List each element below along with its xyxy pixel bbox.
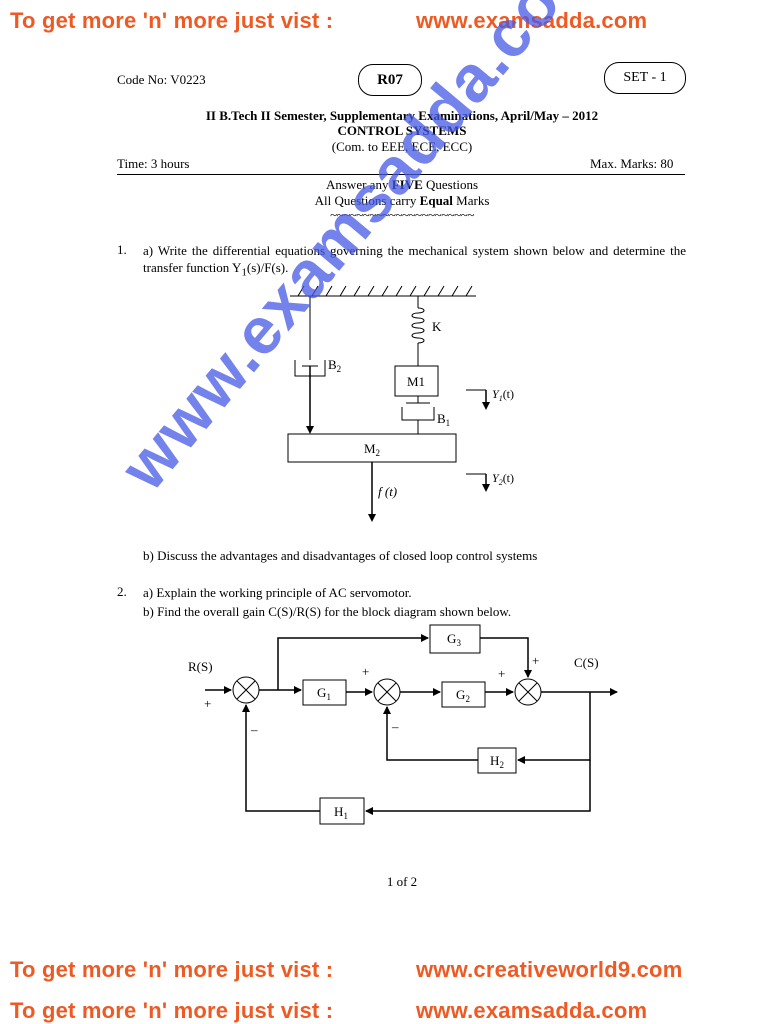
branches: (Com. to EEE, ECE, ECC) xyxy=(331,139,473,154)
subject-title: CONTROL SYSTEMS xyxy=(337,123,467,138)
block-g1 xyxy=(302,679,347,706)
banner-lead: To get more 'n' more just vist : xyxy=(10,957,334,982)
banner-site-link[interactable]: www.creativeworld9.com xyxy=(416,957,683,982)
output-label: C(S) xyxy=(574,655,599,670)
block-h2 xyxy=(477,747,517,774)
summing-junction-1 xyxy=(232,676,260,704)
mass-m2-label: M2 xyxy=(364,441,380,458)
banner-lead: To get more 'n' more just vist : xyxy=(10,998,334,1023)
promo-banner-bottom-2: To get more 'n' more just vist : www.exa… xyxy=(10,998,647,1024)
set-badge: SET - 1 xyxy=(604,62,686,94)
banner-lead: To get more 'n' more just vist : xyxy=(10,8,334,33)
banner-site-link[interactable]: www.examsadda.com xyxy=(416,998,648,1023)
summing-junction-3 xyxy=(514,678,542,706)
block-g3 xyxy=(429,624,481,654)
block-g2 xyxy=(441,681,486,708)
sign-plus-j3-top: + xyxy=(532,653,539,668)
mass-m2-block xyxy=(287,433,457,463)
question-2a: a) Explain the working principle of AC s… xyxy=(143,585,412,600)
sign-plus-input: + xyxy=(204,696,211,711)
promo-banner-bottom-1: To get more 'n' more just vist : www.cre… xyxy=(10,957,682,983)
sign-plus-j2: + xyxy=(362,664,369,679)
spring-k xyxy=(411,307,425,344)
damper-b2-label: B2 xyxy=(328,357,341,374)
block-h1 xyxy=(319,797,365,825)
force-label: f (t) xyxy=(378,484,397,499)
question-1a: a) Write the differential equations gove… xyxy=(143,243,686,279)
separator-tildes: ~~~~~~~~~~~~~~~~~~~~~~ xyxy=(330,207,474,222)
block-g3-label: G3 xyxy=(447,631,461,648)
block-h1-label: H1 xyxy=(334,804,348,821)
block-g2-label: G2 xyxy=(456,687,470,704)
block-h2-label: H2 xyxy=(490,753,504,770)
instruction-line-1: Answer any FIVE Questions xyxy=(325,177,479,192)
exam-duration: Time: 3 hours xyxy=(117,156,190,171)
sign-plus-j3-left: + xyxy=(498,666,505,681)
question-1-number: 1. xyxy=(117,242,127,257)
code-number: Code No: V0223 xyxy=(117,72,206,87)
exam-title: II B.Tech II Semester, Supplementary Exa… xyxy=(205,108,599,123)
displacement-y2-label: Y2(t) xyxy=(492,471,514,487)
mass-m1-label: M1 xyxy=(407,374,425,389)
instruction-line-2: All Questions carry Equal Marks xyxy=(314,193,490,208)
banner-site-link[interactable]: www.examsadda.com xyxy=(416,8,648,33)
promo-banner-top: To get more 'n' more just vist : www.exa… xyxy=(10,8,647,34)
fixed-support xyxy=(290,285,476,297)
mass-m1-block xyxy=(394,365,439,397)
question-2-number: 2. xyxy=(117,584,127,599)
block-g1-label: G1 xyxy=(317,685,331,702)
regulation-badge: R07 xyxy=(358,64,422,96)
displacement-y1-label: Y1(t) xyxy=(492,387,514,403)
question-1b: b) Discuss the advantages and disadvanta… xyxy=(143,548,538,563)
sign-minus-h1: – xyxy=(250,722,258,737)
header-divider xyxy=(117,174,685,175)
question-2b: b) Find the overall gain C(S)/R(S) for t… xyxy=(143,604,512,619)
max-marks: Max. Marks: 80 xyxy=(590,156,674,171)
sign-minus-h2: – xyxy=(391,719,399,734)
damper-b1-label: B1 xyxy=(437,411,450,428)
summing-junction-2 xyxy=(373,678,401,706)
page-number: 1 of 2 xyxy=(386,874,418,889)
input-label: R(S) xyxy=(188,659,213,674)
spring-label: K xyxy=(432,319,442,334)
